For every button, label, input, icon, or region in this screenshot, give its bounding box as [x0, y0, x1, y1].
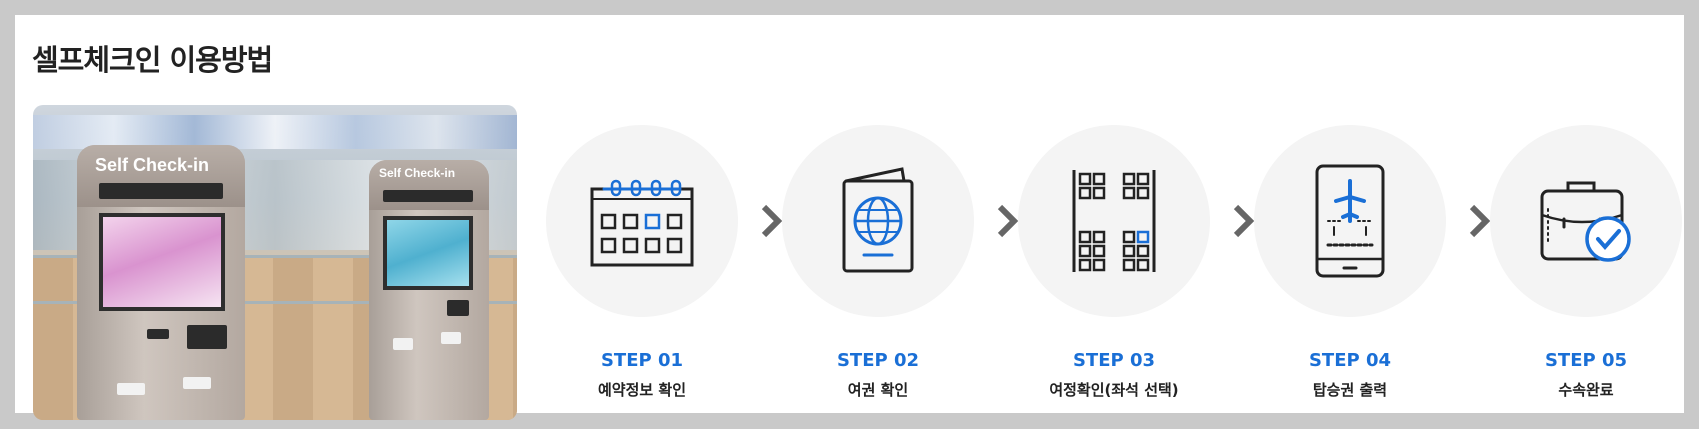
- step-04-label: STEP 04: [1308, 350, 1392, 371]
- kiosk-right: Self Check-in: [369, 160, 489, 420]
- step-01-desc: 예약정보 확인: [597, 381, 687, 399]
- chevron-right-icon: [1233, 204, 1255, 238]
- step-05-label: STEP 05: [1544, 350, 1628, 371]
- step-04: STEP 04 탑승권 출력: [1254, 125, 1446, 400]
- calendar-icon: [590, 179, 694, 267]
- briefcase-check-icon: [1540, 181, 1631, 262]
- step-02: STEP 02 여권 확인: [782, 125, 974, 400]
- kiosk-left-screen: [99, 213, 225, 311]
- seat-map-icon: [1072, 170, 1156, 272]
- step-02-circle: [782, 125, 974, 317]
- kiosk-left: Self Check-in: [77, 145, 245, 420]
- kiosk-right-display: [383, 190, 473, 202]
- kiosk-left-printer: [187, 325, 227, 349]
- step-02-label: STEP 02: [836, 350, 920, 371]
- kiosk-photo: Self Check-in Self Check-in: [33, 105, 517, 420]
- kiosk-right-tag: [393, 338, 413, 350]
- step-04-desc: 탑승권 출력: [1312, 381, 1388, 399]
- kiosk-left-brand: Self Check-in: [95, 155, 210, 175]
- self-checkin-guide-panel: 셀프체크인 이용방법 Self Check-in Self Check-in: [15, 15, 1684, 420]
- page-title: 셀프체크인 이용방법: [32, 43, 273, 77]
- passport-icon: [842, 167, 914, 273]
- mobile-boarding-pass-icon: [1315, 164, 1385, 278]
- step-05: STEP 05 수속완료: [1490, 125, 1682, 400]
- kiosk-right-tag: [441, 332, 461, 344]
- step-01-label: STEP 01: [600, 350, 684, 371]
- step-03-circle: [1018, 125, 1210, 317]
- photo-rail: [33, 301, 517, 304]
- step-05-desc: 수속완료: [1558, 381, 1614, 399]
- step-03-desc: 여정확인(좌석 선택): [1049, 381, 1179, 399]
- kiosk-right-brand: Self Check-in: [379, 166, 456, 180]
- kiosk-left-display: [99, 183, 223, 199]
- chevron-right-icon: [761, 204, 783, 238]
- kiosk-right-screen: [383, 216, 473, 290]
- kiosk-left-tag: [183, 377, 211, 389]
- photo-rail: [33, 255, 517, 258]
- step-01: STEP 01 예약정보 확인: [546, 125, 738, 400]
- chevron-right-icon: [997, 204, 1019, 238]
- step-05-circle: [1490, 125, 1682, 317]
- step-03-label: STEP 03: [1072, 350, 1156, 371]
- photo-ceiling-signs: [33, 115, 517, 149]
- chevron-right-icon: [1469, 204, 1491, 238]
- step-01-circle: [546, 125, 738, 317]
- step-02-desc: 여권 확인: [847, 381, 909, 399]
- kiosk-left-reader: [147, 329, 169, 339]
- step-04-circle: [1254, 125, 1446, 317]
- step-03: STEP 03 여정확인(좌석 선택): [1018, 125, 1210, 400]
- kiosk-left-tag: [117, 383, 145, 395]
- kiosk-right-printer: [447, 300, 469, 316]
